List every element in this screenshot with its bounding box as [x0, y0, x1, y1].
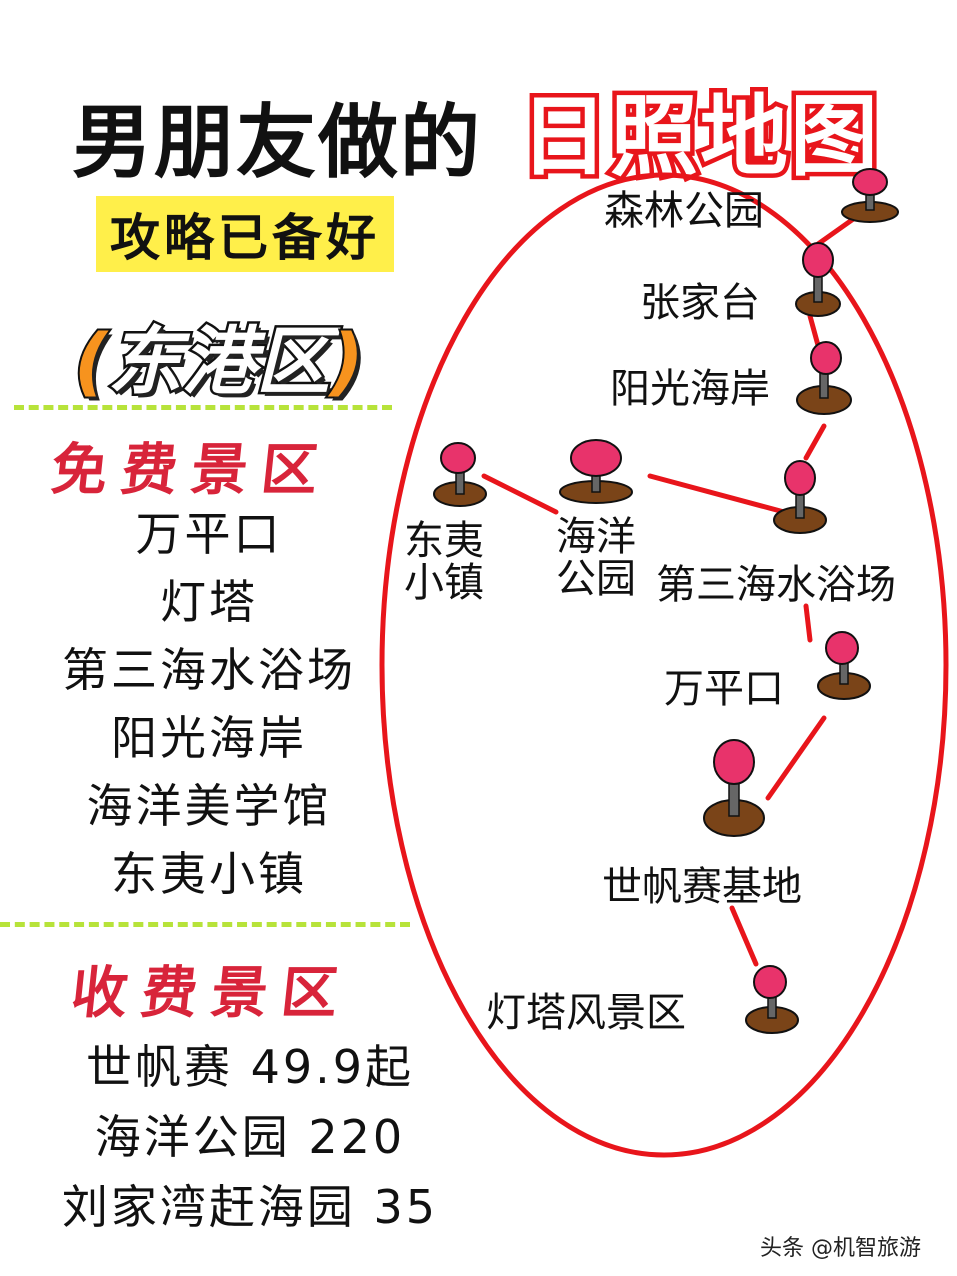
- pin-stem: [819, 371, 829, 399]
- pin-head: [810, 341, 842, 375]
- title-part1: 男朋友做的: [72, 96, 482, 189]
- free-list: 万平口 灯塔 第三海水浴场 阳光海岸 海洋美学馆 东夷小镇: [14, 500, 404, 908]
- map-label-lighthouse-area: 灯塔风景区: [486, 990, 686, 1036]
- watermark: 头条 @机智旅游: [760, 1236, 921, 1261]
- list-item: 海洋美学馆: [86, 779, 332, 833]
- list-item: 第三海水浴场: [62, 643, 356, 697]
- list-item: 世帆赛 49.9起: [85, 1040, 415, 1094]
- pin-third-beach: [773, 460, 827, 534]
- map-boundary-ellipse: [379, 172, 949, 1158]
- list-item: 刘家湾赶海园 35: [61, 1180, 439, 1234]
- route-segment: [647, 473, 787, 515]
- subtitle-highlight: 攻略已备好: [96, 196, 394, 272]
- district-name: 东港区: [105, 317, 332, 408]
- pin-head: [825, 631, 859, 665]
- route-segment: [803, 423, 827, 461]
- pin-stem: [813, 275, 823, 303]
- route-segment: [803, 603, 813, 643]
- map-label-dongyi-line1: 东夷: [404, 518, 484, 564]
- district-paren-close: ): [328, 317, 366, 407]
- pin-ocean-park: [559, 439, 633, 504]
- map-label-wanpingkou: 万平口: [664, 666, 784, 712]
- route-segment: [729, 905, 759, 967]
- divider-top: [14, 405, 392, 410]
- pin-zhangjiatai: [795, 242, 841, 317]
- list-item: 东夷小镇: [111, 847, 307, 901]
- title-part2: 日照地图: [515, 81, 882, 193]
- map-label-third-beach: 第三海水浴场: [656, 562, 896, 608]
- pin-wanpingkou: [817, 631, 871, 700]
- map-label-forest-park: 森林公园: [604, 188, 764, 234]
- list-item: 灯塔: [160, 575, 258, 629]
- map-label-zhangjiatai: 张家台: [640, 280, 760, 326]
- pin-sailing-base: [703, 739, 765, 837]
- pin-dongyi-town: [433, 442, 487, 507]
- route-line: [481, 207, 869, 967]
- pin-sunny-coast: [796, 341, 852, 415]
- pin-head: [852, 168, 888, 196]
- list-item: 万平口: [135, 507, 283, 561]
- map-label-dongyi-line2: 小镇: [404, 560, 484, 606]
- list-item: 阳光海岸: [111, 711, 307, 765]
- pin-head: [713, 739, 755, 785]
- pin-stem: [728, 781, 740, 817]
- pin-head: [440, 442, 476, 474]
- pin-head: [570, 439, 622, 477]
- list-item: 海洋公园 220: [94, 1110, 406, 1164]
- pin-lighthouse-area: [745, 965, 799, 1034]
- pin-forest-park: [841, 168, 899, 223]
- pin-head: [784, 460, 816, 496]
- paid-list: 世帆赛 49.9起 海洋公园 220 刘家湾赶海园 35: [20, 1032, 480, 1242]
- map-label-ocean-line2: 公园: [556, 556, 636, 602]
- pin-head: [802, 242, 834, 278]
- route-segment: [481, 473, 559, 515]
- district-label: (东港区): [72, 302, 366, 409]
- map-label-sunny-coast: 阳光海岸: [610, 366, 770, 412]
- pin-head: [753, 965, 787, 999]
- district-paren-open: (: [72, 317, 110, 407]
- pin-stem: [455, 471, 465, 495]
- divider-bottom: [0, 922, 410, 927]
- route-segment: [765, 715, 827, 801]
- map-label-sailing-base: 世帆赛基地: [602, 864, 802, 910]
- map-label-ocean-line1: 海洋: [556, 514, 636, 560]
